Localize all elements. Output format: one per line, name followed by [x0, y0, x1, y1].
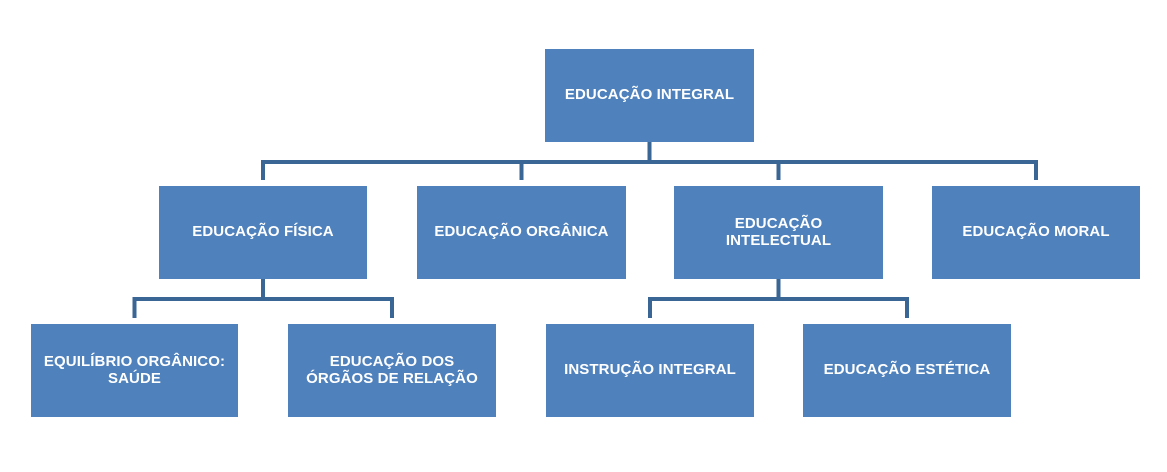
node-educacao-integral: EDUCAÇÃO INTEGRAL: [545, 49, 754, 142]
node-educacao-estetica: EDUCAÇÃO ESTÉTICA: [803, 324, 1011, 417]
node-instrucao-integral: INSTRUÇÃO INTEGRAL: [546, 324, 754, 417]
node-equilibrio-organico: EQUILÍBRIO ORGÂNICO: SAÚDE: [31, 324, 238, 417]
node-educacao-organica: EDUCAÇÃO ORGÂNICA: [417, 186, 626, 279]
node-educacao-fisica: EDUCAÇÃO FÍSICA: [159, 186, 367, 279]
intelectual-to-children-connector: [648, 279, 909, 318]
root-to-level2-connector: [261, 142, 1038, 180]
node-educacao-moral: EDUCAÇÃO MORAL: [932, 186, 1140, 279]
node-educacao-intelectual: EDUCAÇÃO INTELECTUAL: [674, 186, 883, 279]
fisica-to-children-connector: [132, 279, 394, 318]
node-educacao-orgaos-relacao: EDUCAÇÃO DOS ÓRGÃOS DE RELAÇÃO: [288, 324, 496, 417]
